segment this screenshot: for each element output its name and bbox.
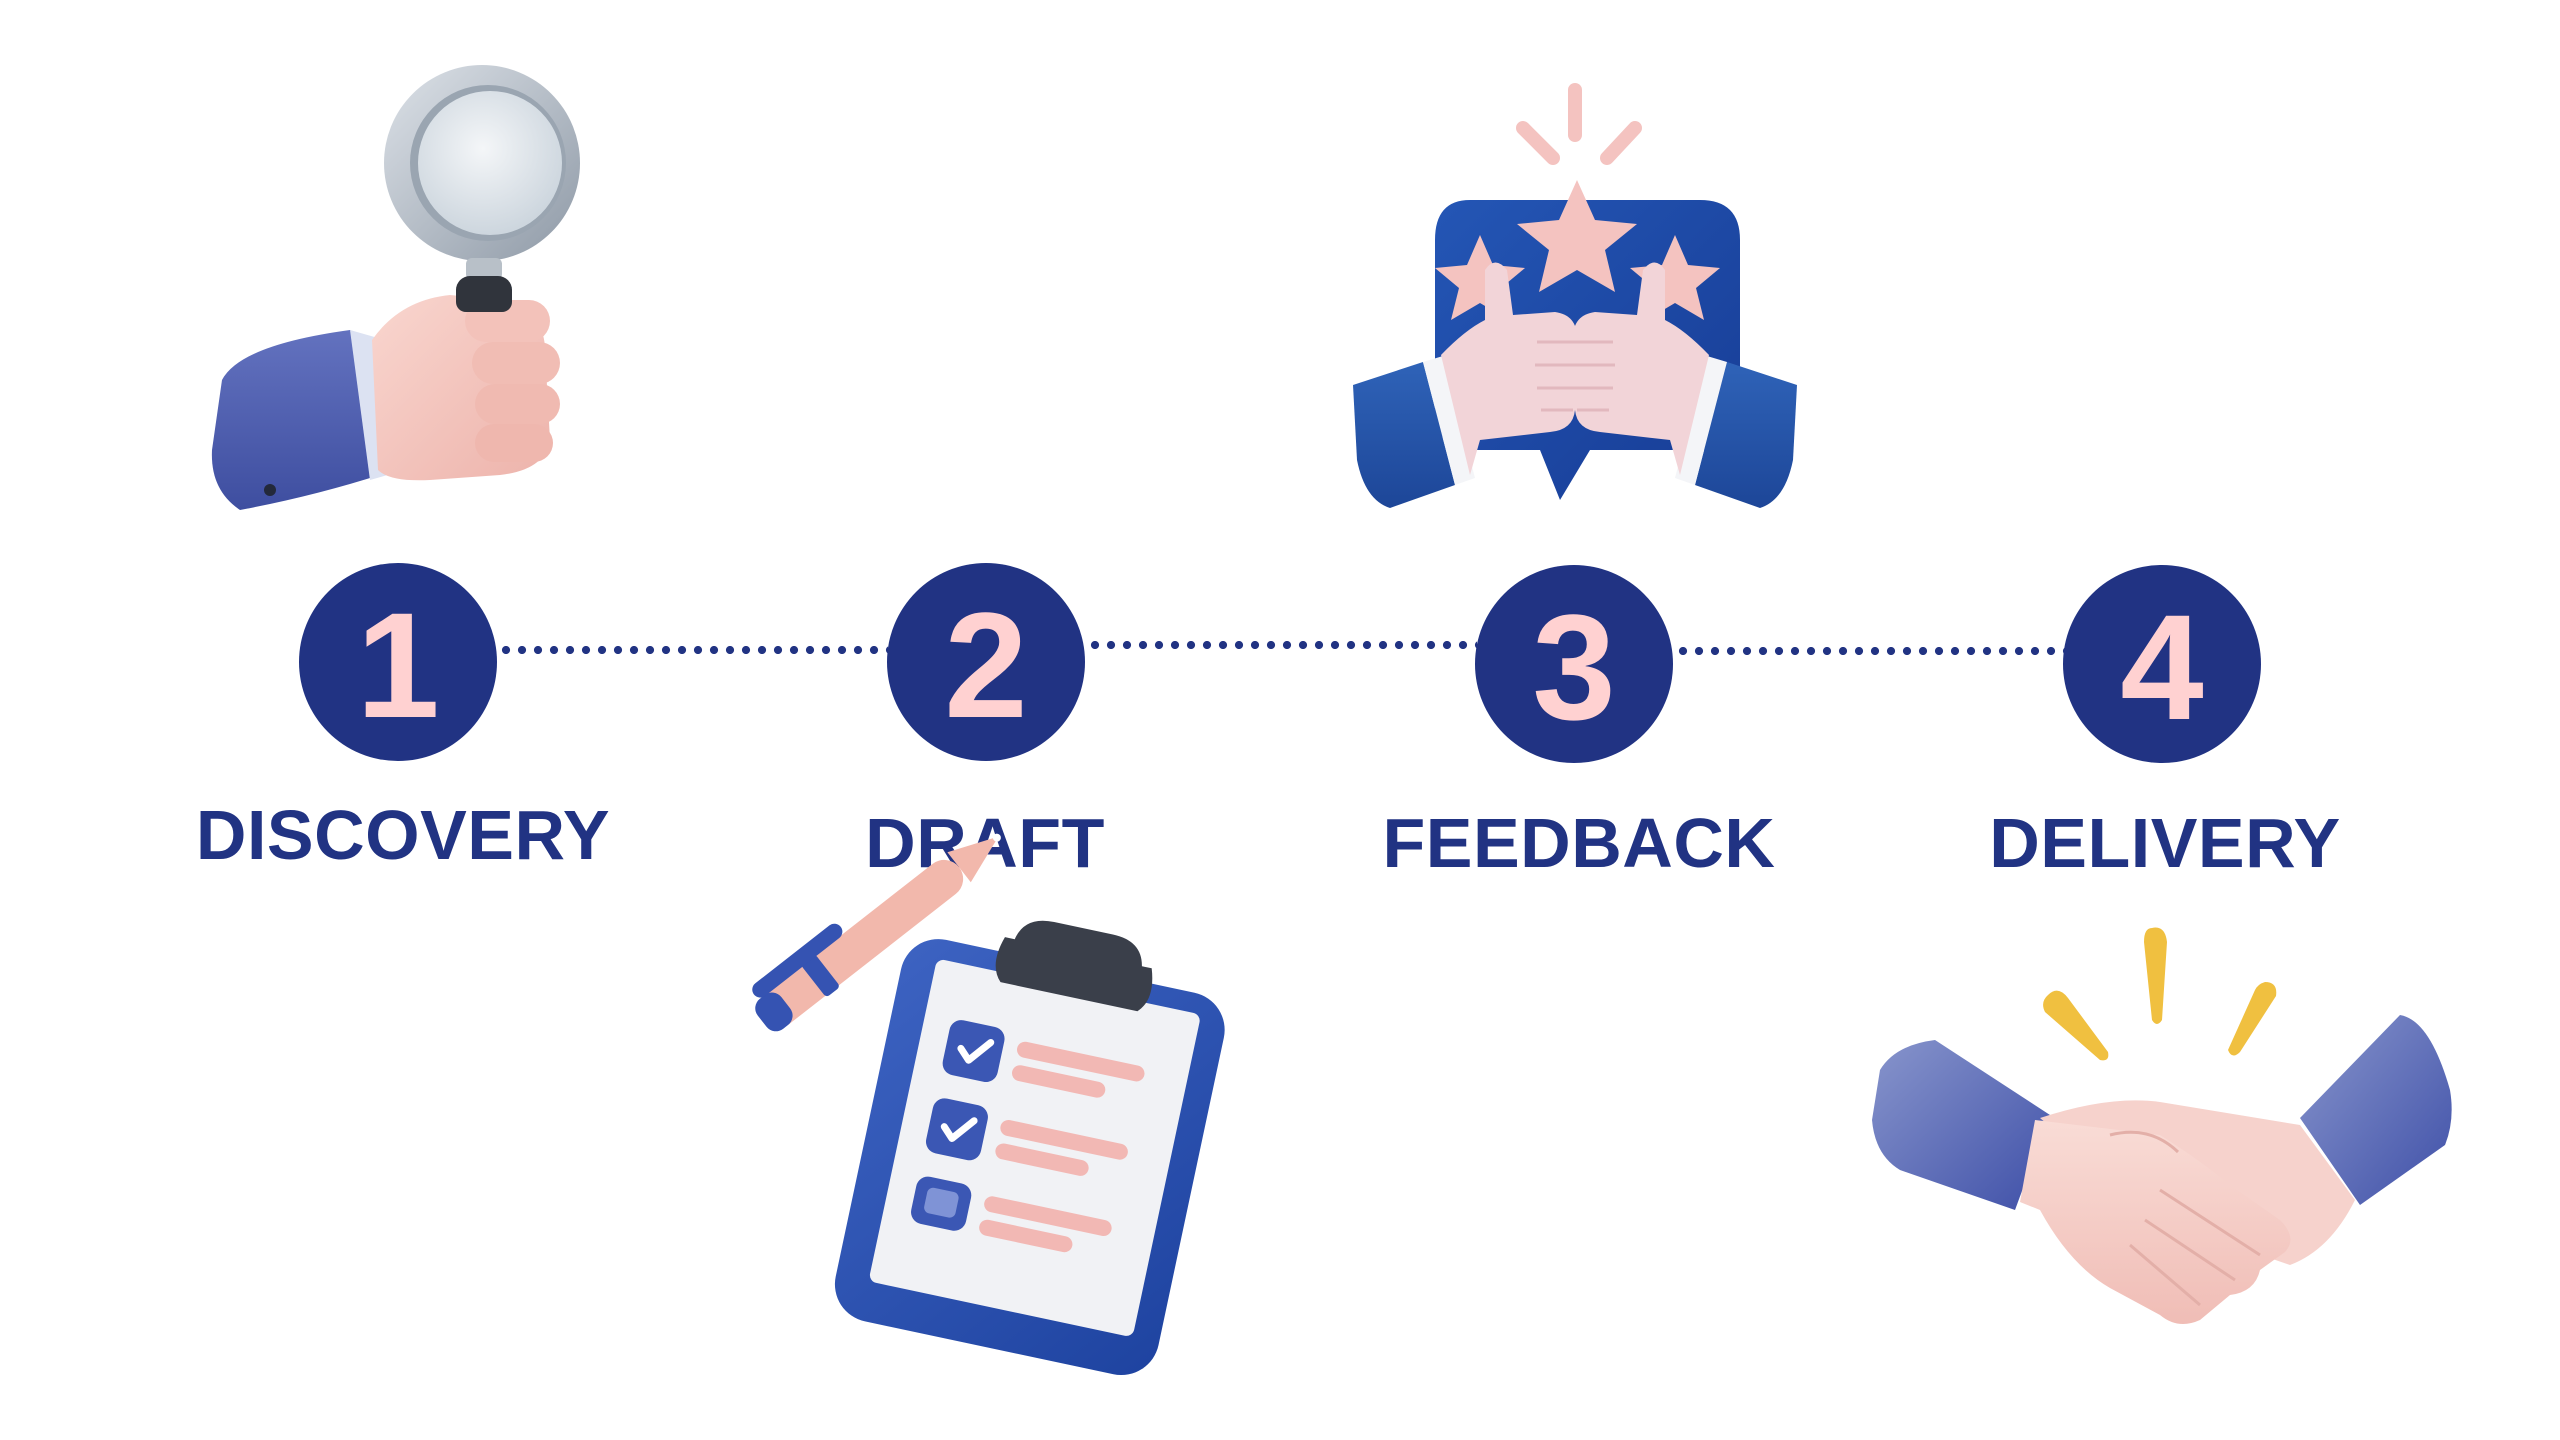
left-sleeve	[1872, 1040, 2050, 1210]
pen	[752, 833, 1001, 1032]
right-thumbs-up-hand	[1573, 262, 1709, 475]
step-1-circle: 1	[299, 563, 497, 761]
step-3-circle: 3	[1475, 565, 1673, 763]
step-2-circle: 2	[887, 563, 1085, 761]
step-1-label: DISCOVERY	[195, 796, 611, 874]
right-sleeve	[2300, 1015, 2452, 1205]
step-3-number: 3	[1532, 583, 1616, 751]
checkbox-checked-2	[925, 1098, 988, 1161]
step-3-label: FEEDBACK	[1382, 804, 1776, 882]
checkbox-empty	[911, 1176, 972, 1231]
connector-3-4	[1675, 647, 2065, 655]
clipboard-checklist-pen-icon	[752, 833, 1225, 1376]
sparkle-rays	[2043, 927, 2277, 1061]
connector-2-3	[1087, 641, 1477, 649]
step-4-label: DELIVERY	[1989, 804, 2341, 882]
sleeve	[211, 330, 395, 510]
checkbox-checked-1	[942, 1020, 1005, 1083]
sparkle-rays	[1516, 83, 1642, 165]
clipboard-clip	[995, 920, 1153, 1012]
handshake-icon	[1872, 927, 2452, 1324]
star-center	[1517, 180, 1637, 292]
connector-1-2	[498, 646, 888, 654]
thumbs-up-stars-bubble-icon	[1353, 83, 1797, 508]
left-thumbs-up-hand	[1441, 262, 1577, 475]
left-sleeve	[1353, 362, 1455, 508]
step-4-circle: 4	[2063, 565, 2261, 763]
step-4-number: 4	[2120, 583, 2204, 751]
hand-magnifying-glass-icon	[211, 65, 580, 510]
right-sleeve	[1695, 362, 1797, 508]
step-1-number: 1	[356, 581, 440, 749]
step-2-number: 2	[944, 581, 1028, 749]
magnifier-lens	[418, 91, 562, 235]
